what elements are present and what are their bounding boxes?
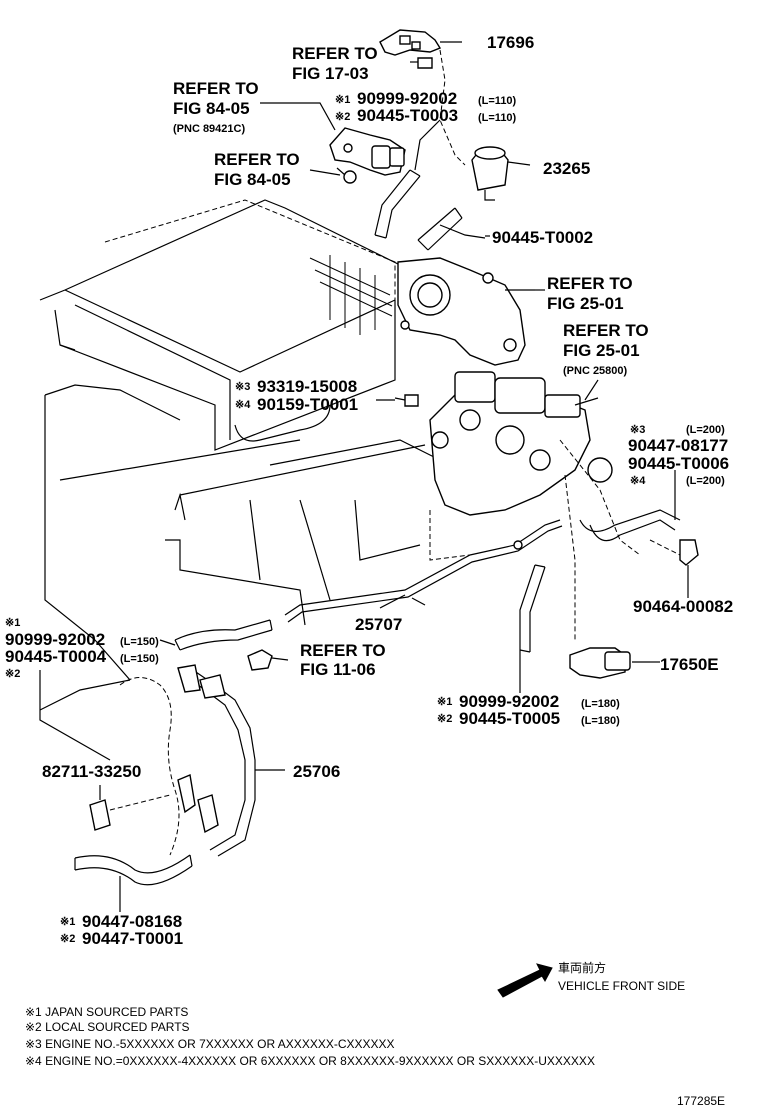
vehicle-front-arrow	[497, 963, 553, 998]
label-l200-b: (L=200)	[686, 475, 725, 487]
mark-1-a: ※1	[335, 94, 350, 106]
mark-2-b: ※2	[5, 668, 20, 680]
label-93319-15008: 93319-15008	[257, 377, 357, 396]
intake-throttle-housing	[397, 257, 535, 366]
egr-valve-assembly	[429, 371, 613, 516]
label-23265: 23265	[543, 159, 590, 178]
vacuum-switch-assembly	[329, 127, 406, 176]
footnotes: ※1 JAPAN SOURCED PARTS ※2 LOCAL SOURCED …	[25, 1005, 595, 1068]
bolt-refer-84-05	[336, 167, 357, 184]
label-l110-b: (L=110)	[478, 112, 517, 124]
mark-3-b: ※3	[630, 424, 645, 436]
footnote-4: ※4 ENGINE NO.=0XXXXXX-4XXXXXX OR 6XXXXXX…	[25, 1054, 595, 1068]
mark-1-b: ※1	[5, 617, 20, 629]
label-90999-92002-b: 90999-92002	[5, 630, 105, 649]
label-pnc-89421c: (PNC 89421C)	[173, 123, 245, 135]
label-pnc-25800: (PNC 25800)	[563, 365, 628, 377]
label-90999-92002-a: 90999-92002	[357, 89, 457, 108]
label-90445-T0006: 90445-T0006	[628, 454, 729, 473]
clip-90464-00082	[649, 539, 699, 585]
label-90447-T0001: 90447-T0001	[82, 929, 183, 948]
bracket-17696	[379, 29, 462, 56]
mark-4-b: ※4	[630, 475, 646, 487]
label-l180-a: (L=180)	[581, 698, 620, 710]
footnote-3: ※3 ENGINE NO.-5XXXXXX OR 7XXXXXX OR AXXX…	[25, 1037, 395, 1051]
label-90159-T0001: 90159-T0001	[257, 395, 358, 414]
label-l200-a: (L=200)	[686, 424, 725, 436]
hose-90445-T0004	[159, 619, 273, 651]
mark-2-a: ※2	[335, 111, 350, 123]
vehicle-front-label-jp: 車両前方	[558, 960, 606, 975]
label-90445-T0005: 90445-T0005	[459, 709, 560, 728]
label-l110-a: (L=110)	[478, 95, 517, 107]
mark-1-d: ※1	[60, 916, 75, 928]
label-25706: 25706	[293, 762, 340, 781]
label-90447-08168: 90447-08168	[82, 912, 182, 931]
label-refer-17-03-line2: FIG 17-03	[292, 64, 369, 83]
bolt-refer-17-03	[410, 57, 433, 69]
hose-upper	[374, 169, 421, 239]
footnote-2: ※2 LOCAL SOURCED PARTS	[25, 1020, 190, 1034]
mark-4-a: ※4	[235, 399, 251, 411]
label-90445-T0004: 90445-T0004	[5, 647, 107, 666]
label-refer-25-01-line1: REFER TO	[547, 274, 633, 293]
label-refer-84-05-b-line1: REFER TO	[214, 150, 300, 169]
label-refer-25-01-line2: FIG 25-01	[547, 294, 624, 313]
drawing-number: 177285E	[677, 1094, 725, 1108]
hose-90447-08168	[74, 854, 193, 912]
label-l150-a: (L=150)	[120, 636, 159, 648]
label-17650E: 17650E	[660, 655, 719, 674]
leader-lines	[260, 102, 689, 693]
label-refer-84-05-line2: FIG 84-05	[173, 99, 250, 118]
hose-90445-T0005	[519, 564, 546, 653]
label-refer-11-06-line2: FIG 11-06	[300, 660, 376, 679]
hose-right-90447-08177	[579, 470, 681, 542]
engine-block-outline	[39, 199, 441, 761]
clip-82711-33250	[89, 785, 171, 831]
label-refer-25-01-b-line1: REFER TO	[563, 321, 649, 340]
label-refer-17-03-line1: REFER TO	[292, 44, 378, 63]
mark-2-d: ※2	[60, 933, 75, 945]
valve-23265	[471, 146, 531, 201]
pipe-25706	[177, 664, 285, 857]
label-90447-08177: 90447-08177	[628, 436, 728, 455]
pipe-25707	[284, 519, 563, 623]
label-90445-T0002: 90445-T0002	[492, 228, 593, 247]
label-90464-00082: 90464-00082	[633, 597, 733, 616]
label-refer-84-05-b-line2: FIG 84-05	[214, 170, 291, 189]
label-refer-84-05-line1: REFER TO	[173, 79, 259, 98]
label-82711-33250: 82711-33250	[42, 762, 141, 781]
mark-2-c: ※2	[437, 713, 452, 725]
hose-90445-T0002	[417, 207, 486, 251]
label-l180-b: (L=180)	[581, 715, 620, 727]
bolt-93319-15008	[394, 394, 419, 407]
mark-3-a: ※3	[235, 381, 250, 393]
label-90445-T0003: 90445-T0003	[357, 106, 458, 125]
label-90999-92002-c: 90999-92002	[459, 692, 559, 711]
mark-1-c: ※1	[437, 696, 452, 708]
label-refer-25-01-b-line2: FIG 25-01	[563, 341, 640, 360]
label-25707: 25707	[355, 615, 402, 634]
label-17696: 17696	[487, 33, 534, 52]
label-refer-11-06-line1: REFER TO	[300, 641, 386, 660]
part-labels: 17696 REFER TO FIG 17-03 REFER TO FIG 84…	[5, 33, 733, 993]
label-l150-b: (L=150)	[120, 653, 159, 665]
footnote-1: ※1 JAPAN SOURCED PARTS	[25, 1005, 188, 1019]
vehicle-front-label-en: VEHICLE FRONT SIDE	[558, 979, 685, 993]
sensor-17650E	[569, 647, 650, 679]
bolt-refer-11-06	[247, 649, 289, 671]
